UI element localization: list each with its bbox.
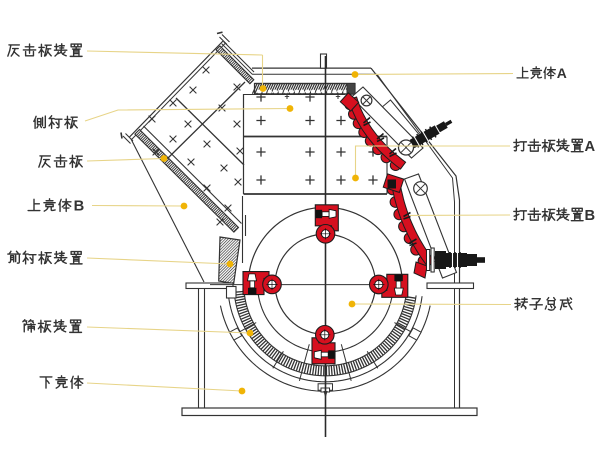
svg-text:A: A bbox=[585, 139, 596, 155]
svg-text:B: B bbox=[585, 208, 596, 224]
svg-text:A: A bbox=[557, 65, 567, 81]
svg-text:B: B bbox=[74, 199, 85, 215]
